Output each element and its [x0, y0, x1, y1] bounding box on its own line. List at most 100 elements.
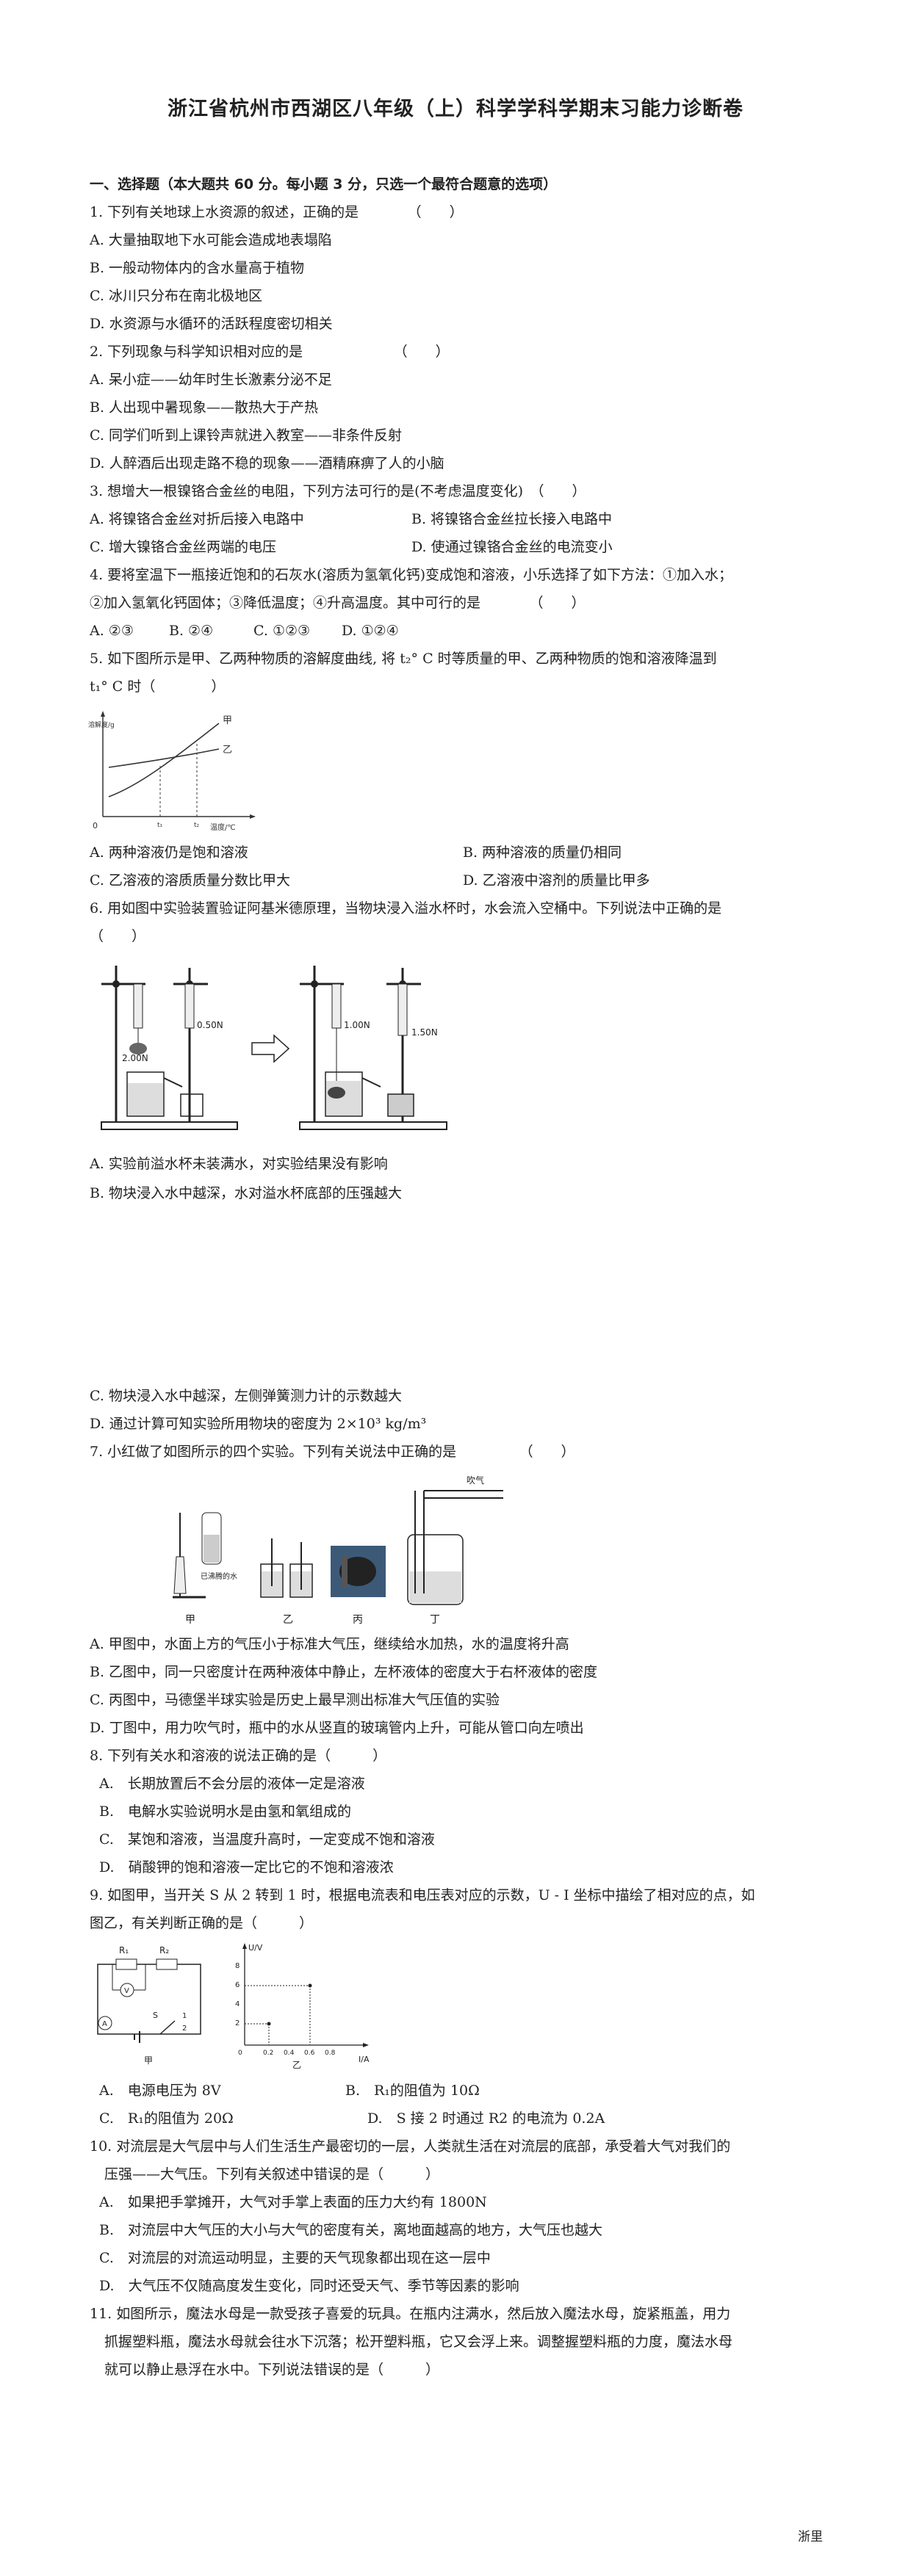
question-7-option-b: B. 乙图中，同一只密度计在两种液体中静止，左杯液体的密度大于右杯液体的密度 [90, 1664, 598, 1680]
question-5-option-a: A. 两种溶液仍是饱和溶液 [90, 844, 248, 861]
question-7-option-c: C. 丙图中，马德堡半球实验是历史上最早测出标准大气压值的实验 [90, 1692, 500, 1708]
x-tick-06: 0.6 [304, 2049, 315, 2057]
question-3-option-d: D. 使通过镍铬合金丝的电流变小 [411, 539, 613, 555]
question-6-option-d: D. 通过计算可知实验所用物块的密度为 2×10³ kg/m³ [90, 1416, 427, 1432]
four-experiments-figure: 已沸腾的水 甲 乙 丙 吹气 丁 [173, 1475, 503, 1626]
x-tick-08: 0.8 [325, 2049, 336, 2057]
question-8-stem: 8. 下列有关水和溶液的说法正确的是（ ） [90, 1748, 387, 1764]
question-2-stem: 2. 下列现象与科学知识相对应的是 （ ） [90, 344, 450, 360]
question-10-option-a: A. 如果把手掌摊开，大气对手掌上表面的压力大约有 1800N [99, 2194, 487, 2210]
question-8-option-c: C. 某饱和溶液，当温度升高时，一定变成不饱和溶液 [99, 1831, 435, 1848]
r1-label: R₁ [119, 1945, 129, 1955]
question-7-option-d: D. 丁图中，用力吹气时，瓶中的水从竖直的玻璃管内上升，可能从管口向左喷出 [90, 1720, 584, 1736]
question-11-stem-line2: 抓握塑料瓶，魔法水母就会往水下沉落；松开塑料瓶，它又会浮上来。调整握塑料瓶的力度… [104, 2334, 733, 2350]
question-9-option-b: B. R₁的阻值为 10Ω [345, 2083, 480, 2099]
question-7-stem: 7. 小红做了如图所示的四个实验。下列有关说法中正确的是 （ ） [90, 1444, 575, 1460]
force-reading-3: 1.00N [344, 1020, 370, 1030]
experiment-jia-label: 甲 [185, 1614, 195, 1626]
blow-label: 吹气 [467, 1475, 484, 1486]
question-7-option-a: A. 甲图中，水面上方的气压小于标准大气压，继续给水加热，水的温度将升高 [90, 1636, 569, 1652]
solubility-curve-figure: 溶解度/g 0 甲 乙 t₁ t₂ 温度/℃ [88, 711, 256, 832]
x-axis-label: 温度/℃ [210, 822, 236, 832]
voltmeter-label: V [124, 1987, 129, 1995]
question-4-option-b: B. ②④ [169, 623, 214, 639]
y-axis-label-1: 溶解度/g [88, 720, 115, 729]
question-10-stem-line2: 压强——大气压。下列有关叙述中错误的是（ ） [104, 2166, 440, 2182]
question-11-stem: 11. 如图所示，魔法水母是一款受孩子喜爱的玩具。在瓶内注满水，然后放入魔法水母… [90, 2306, 731, 2322]
question-5-stem: 5. 如下图所示是甲、乙两种物质的溶解度曲线, 将 t₂° C 时等质量的甲、乙… [90, 651, 717, 667]
question-8-option-d: D. 硝酸钾的饱和溶液一定比它的不饱和溶液浓 [99, 1859, 394, 1875]
question-2-option-d: D. 人醉酒后出现走路不稳的现象——酒精麻痹了人的小脑 [90, 455, 444, 471]
page-footer: 浙里 [798, 2530, 823, 2544]
question-9-stem-line2: 图乙，有关判断正确的是（ ） [90, 1915, 314, 1931]
question-10-option-b: B. 对流层中大气压的大小与大气的密度有关，离地面越高的地方，大气压也越大 [99, 2222, 603, 2238]
series-yi-label: 乙 [223, 745, 232, 756]
question-9-option-a: A. 电源电压为 8V [99, 2083, 221, 2099]
r2-label: R₂ [159, 1945, 169, 1955]
section-heading: 一、选择题（本大题共 60 分。每小题 3 分，只选一个最符合题意的选项） [90, 176, 558, 192]
question-4-option-d: D. ①②④ [342, 623, 399, 639]
switch-pos-2: 2 [182, 2025, 187, 2033]
question-6-stem-line2: （ ） [90, 928, 146, 944]
t2-tick: t₂ [194, 822, 200, 829]
question-3-option-c: C. 增大镍铬合金丝两端的电压 [90, 539, 276, 555]
graph-yi-label: 乙 [292, 2060, 301, 2070]
question-10-option-d: D. 大气压不仅随高度发生变化，同时还受天气、季节等因素的影响 [99, 2278, 519, 2294]
question-2-option-a: A. 呆小症——幼年时生长激素分泌不足 [90, 372, 332, 388]
y-tick-2: 2 [235, 2019, 240, 2027]
question-5-stem-line2: t₁° C 时（ ） [90, 679, 226, 695]
question-4-stem: 4. 要将室温下一瓶接近饱和的石灰水(溶质为氢氧化钙)变成饱和溶液，小乐选择了如… [90, 567, 732, 583]
question-1-option-d: D. 水资源与水循环的活跃程度密切相关 [90, 316, 333, 332]
question-3-stem: 3. 想增大一根镍铬合金丝的电阻，下列方法可行的是(不考虑温度变化) （ ） [90, 483, 586, 499]
question-9-option-d: D. S 接 2 时通过 R2 的电流为 0.2A [367, 2110, 605, 2127]
t1-tick: t₁ [157, 822, 163, 829]
experiment-yi-label: 乙 [283, 1614, 293, 1626]
question-8-option-b: B. 电解水实验说明水是由氢和氧组成的 [99, 1803, 352, 1820]
y-tick-4: 4 [235, 2000, 240, 2008]
question-1-option-b: B. 一般动物体内的含水量高于植物 [90, 260, 305, 276]
experiment-ding-label: 丁 [430, 1614, 440, 1626]
question-3-option-a: A. 将镍铬合金丝对折后接入电路中 [90, 511, 304, 527]
question-4-option-a: A. ②③ [90, 623, 134, 639]
ammeter-label: A [102, 2020, 107, 2028]
graph-y-label: U/V [248, 1943, 263, 1953]
question-3-option-b: B. 将镍铬合金丝拉长接入电路中 [411, 511, 613, 527]
question-2-option-b: B. 人出现中暑现象——散热大于产热 [90, 399, 319, 416]
x-tick-02: 0.2 [263, 2049, 273, 2057]
question-6-option-b: B. 物块浸入水中越深，水对溢水杯底部的压强越大 [90, 1185, 403, 1201]
switch-label: S [153, 2011, 158, 2020]
question-5-option-b: B. 两种溶液的质量仍相同 [463, 844, 622, 861]
y-tick-8: 8 [235, 1962, 240, 1970]
question-10-stem: 10. 对流层是大气层中与人们生活生产最密切的一层，人类就生活在对流层的底部，承… [90, 2138, 731, 2154]
question-1-option-a: A. 大量抽取地下水可能会造成地表塌陷 [90, 232, 332, 248]
question-6-option-a: A. 实验前溢水杯未装满水，对实验结果没有影响 [90, 1156, 388, 1172]
force-reading-1: 2.00N [122, 1053, 148, 1063]
x-tick-0: 0 [238, 2049, 242, 2057]
circuit-and-ui-graph-figure: R₁ R₂ V A S 1 2 甲 U/V I/A 8 6 4 2 0 0.2 … [97, 1943, 370, 2070]
origin-label: 0 [93, 821, 98, 831]
experiment-bing-label: 丙 [353, 1614, 363, 1626]
force-reading-4: 1.50N [411, 1027, 438, 1038]
question-5-option-d: D. 乙溶液中溶剂的质量比甲多 [463, 872, 650, 889]
question-6-option-c: C. 物块浸入水中越深，左侧弹簧测力计的示数越大 [90, 1388, 402, 1404]
archimedes-apparatus-figure: 2.00N 0.50N 1.00N 1.50N [101, 966, 447, 1130]
y-tick-6: 6 [235, 1981, 240, 1989]
question-4-stem-line2: ②加入氢氧化钙固体；③降低温度；④升高温度。其中可行的是 （ ） [90, 595, 586, 611]
circuit-jia-label: 甲 [144, 2055, 153, 2066]
question-10-option-c: C. 对流层的对流运动明显，主要的天气现象都出现在这一层中 [99, 2250, 491, 2266]
switch-pos-1: 1 [182, 2012, 187, 2020]
series-jia-label: 甲 [223, 715, 232, 726]
question-2-option-c: C. 同学们听到上课铃声就进入教室——非条件反射 [90, 427, 402, 444]
question-1-stem: 1. 下列有关地球上水资源的叙述，正确的是 （ ） [90, 204, 464, 220]
force-reading-2: 0.50N [197, 1020, 223, 1030]
question-9-stem: 9. 如图甲，当开关 S 从 2 转到 1 时，根据电流表和电压表对应的示数，U… [90, 1887, 755, 1903]
question-5-option-c: C. 乙溶液的溶质质量分数比甲大 [90, 872, 290, 889]
question-1-option-c: C. 冰川只分布在南北极地区 [90, 288, 262, 304]
x-tick-04: 0.4 [284, 2049, 295, 2057]
graph-x-label: I/A [359, 2055, 370, 2064]
question-9-option-c: C. R₁的阻值为 20Ω [99, 2110, 234, 2127]
boiled-water-label: 已沸腾的水 [201, 1571, 237, 1581]
question-6-stem: 6. 用如图中实验装置验证阿基米德原理，当物块浸入溢水杯时，水会流入空桶中。下列… [90, 900, 722, 916]
question-11-stem-line3: 就可以静止悬浮在水中。下列说法错误的是（ ） [104, 2362, 440, 2378]
question-8-option-a: A. 长期放置后不会分层的液体一定是溶液 [99, 1776, 365, 1792]
